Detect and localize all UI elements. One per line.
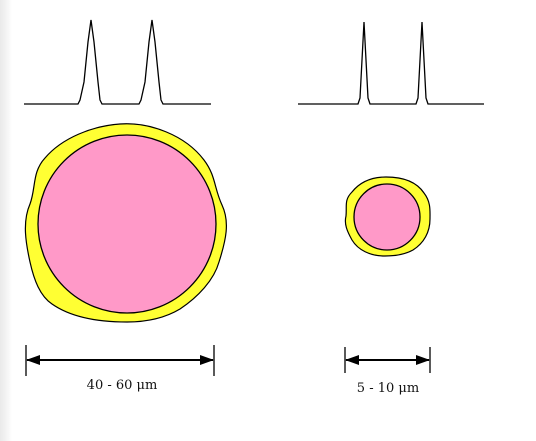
right-intensity-profile (298, 21, 484, 105)
right-core-circle (353, 183, 421, 251)
left-dimension-label: 40 - 60 μm (87, 378, 158, 393)
left-core-circle (37, 134, 217, 314)
left-edge-shade (0, 0, 12, 441)
right-dimension-label: 5 - 10 μm (357, 381, 419, 396)
left-intensity-profile (24, 19, 211, 105)
